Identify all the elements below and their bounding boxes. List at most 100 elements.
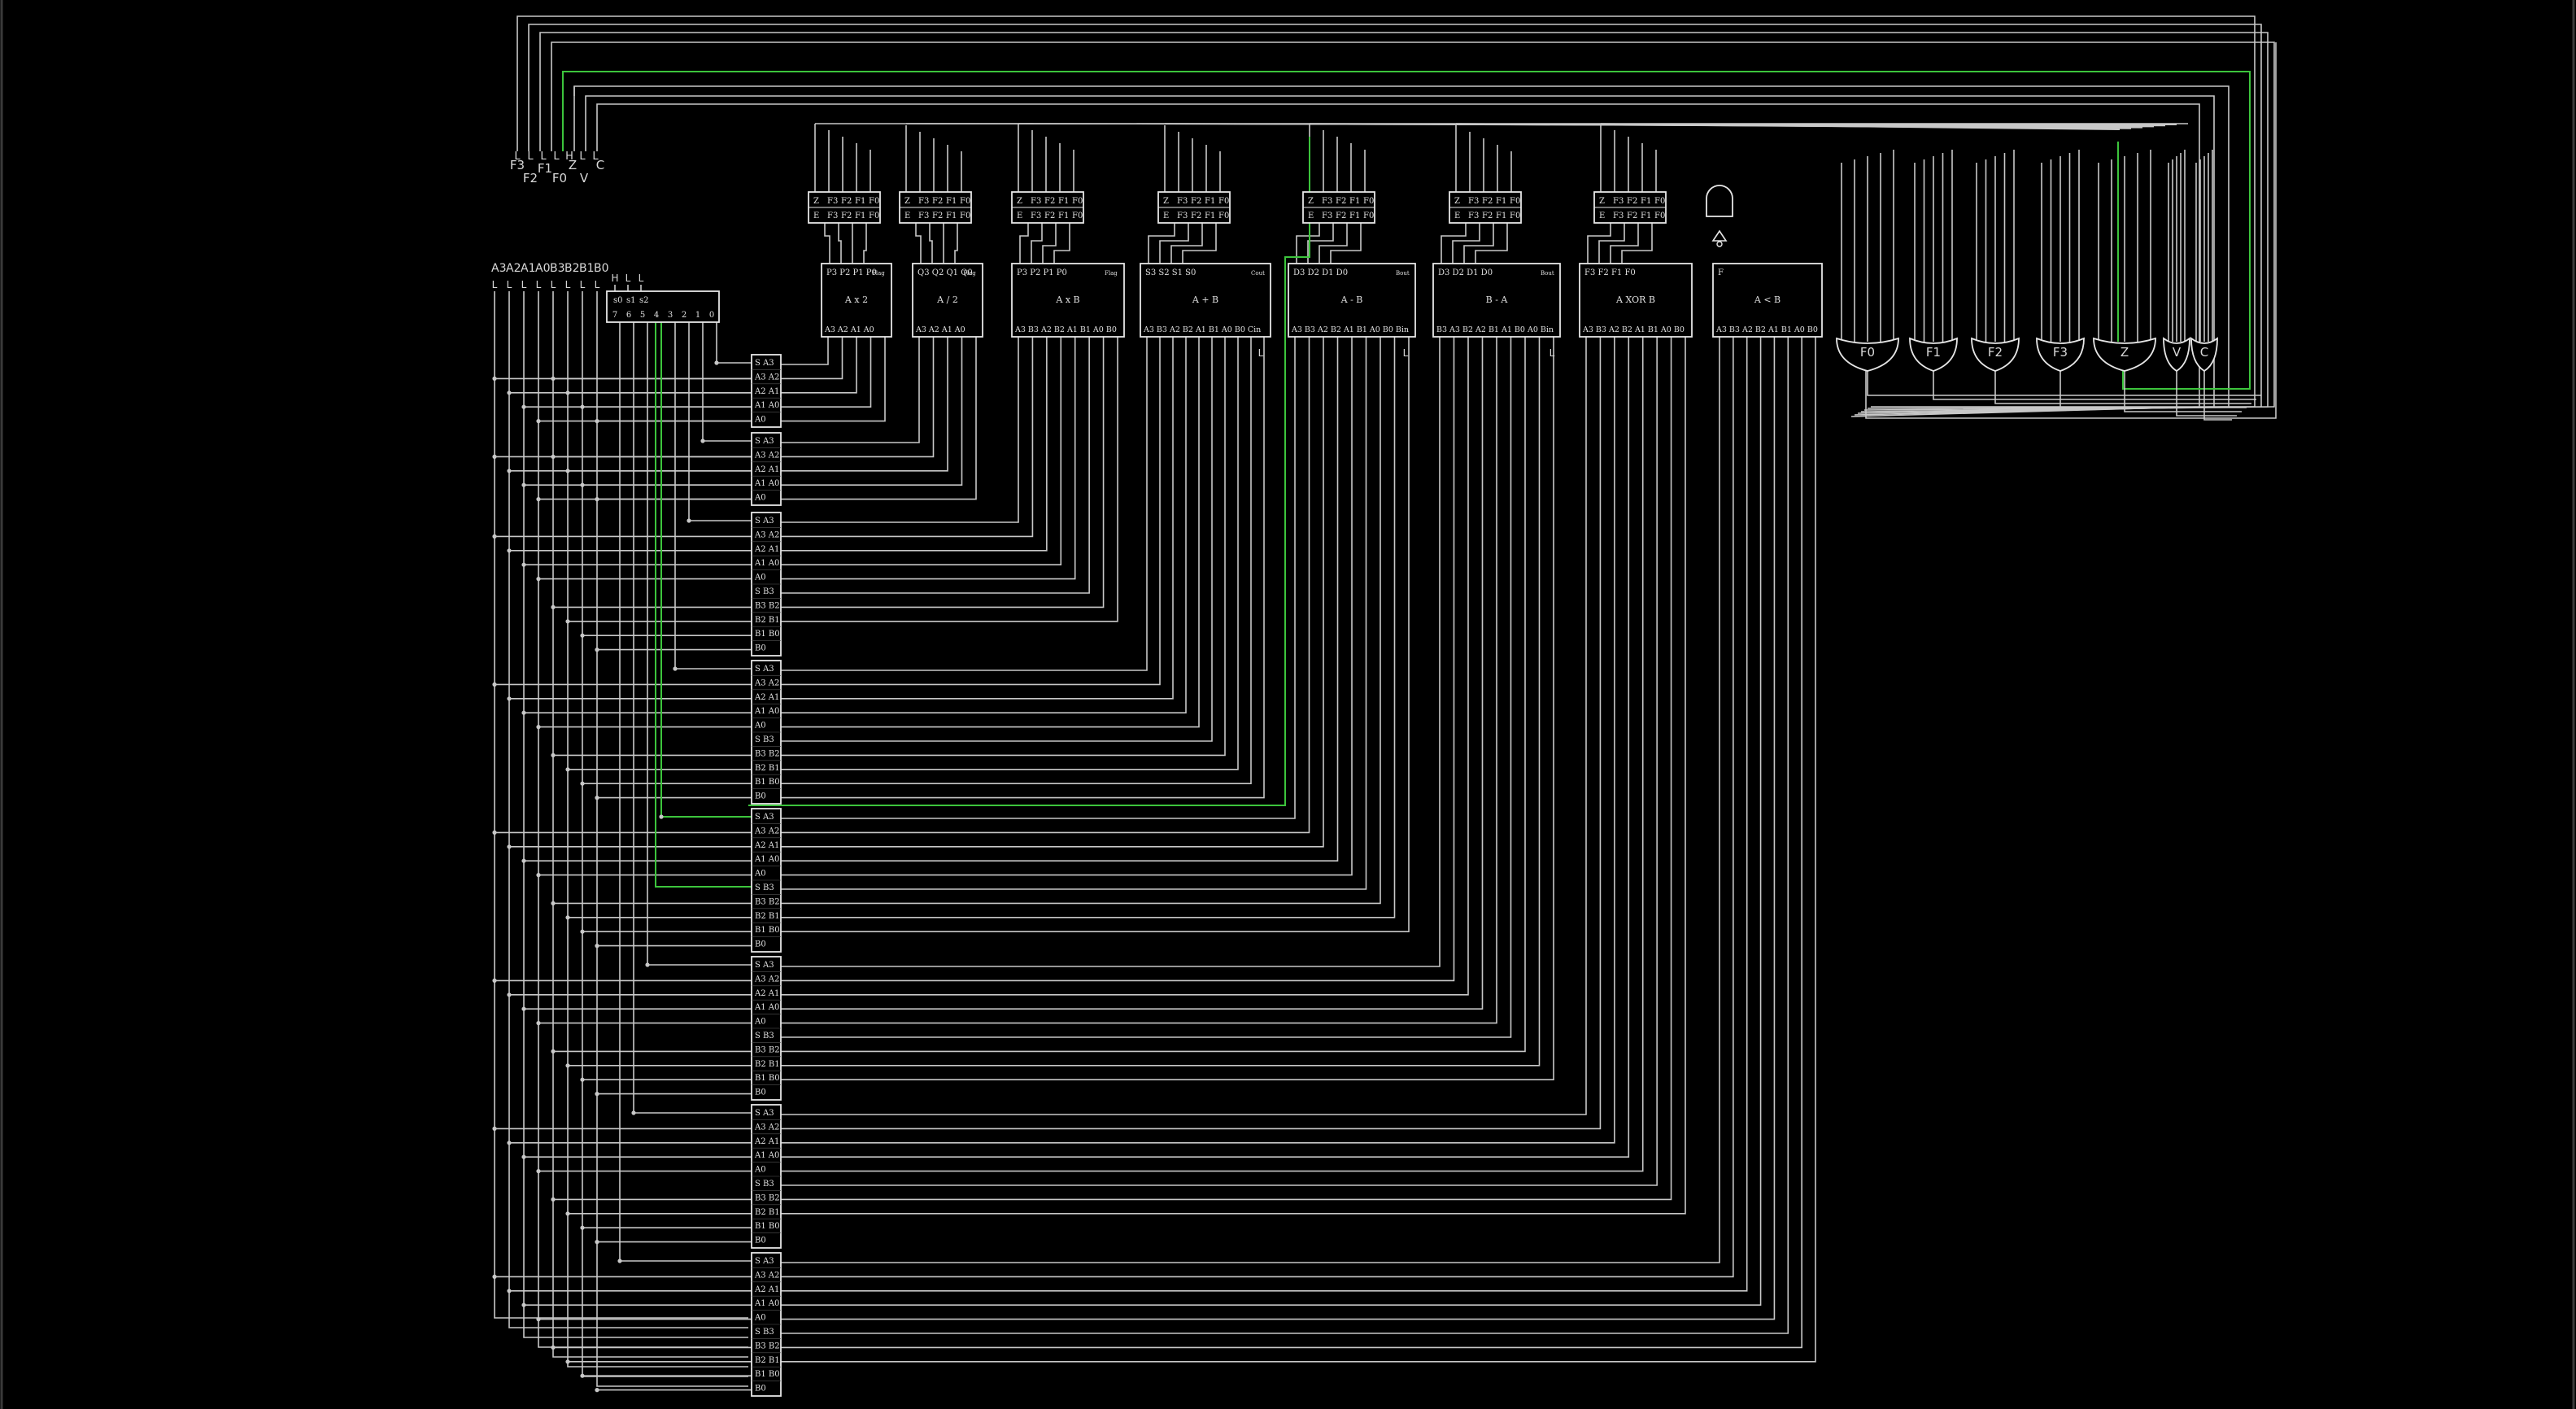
select-probe-1-state: L [625,273,631,284]
input-probe-a2-state: L [507,279,512,290]
module-input-wire [781,337,1776,1320]
module-input-pins: A3 B3 A2 B2 A1 B1 A0 B0 [1715,325,1818,334]
input-label-b0: B0 [594,262,609,275]
buffer-row-label: B1 B0 [755,1370,780,1379]
mux-to-module-wire [863,223,867,264]
flag-mux-bottom-pin: F1 [1205,212,1215,220]
junction-dot [580,929,585,934]
module-output-pins: D3 D2 D1 D0 [1438,268,1493,277]
buffer-row-label: S B3 [755,1180,774,1189]
module-input-wire [781,337,1734,1278]
flag-mux-bottom-pin: F2 [1627,212,1637,220]
buffer-row-label: B2 B1 [755,1208,780,1217]
mux-to-module-wire [1148,223,1175,264]
buffer-row-label: S A3 [755,437,774,446]
buffer-row-label: A2 A1 [754,989,779,998]
enable-buffer-block-1 [751,354,782,428]
mux-to-module-wire [1159,223,1189,264]
flag-mux-bottom-pin: F0 [869,212,879,220]
flag-mux-top-pin: F1 [1349,197,1360,206]
buffer-row-label: A2 A1 [754,1137,779,1146]
flag-mux-top-pin: F1 [1058,197,1069,206]
z-flag-active-wire [562,71,2251,390]
flag-mux-bottom-pin: E [813,212,819,220]
input-probe-b1-state: L [580,279,586,290]
buffer-row-label: A0 [754,1018,766,1027]
flag-mux-top-pin: F2 [1191,197,1201,206]
module-input-wire [781,337,948,472]
module-input-wire [781,337,1353,876]
module-input-wire [781,337,1789,1334]
buffer-row-label: B3 B2 [755,749,780,758]
module-title: A + B [1192,294,1218,305]
junction-dot [536,497,541,502]
flag-mux-bottom-pin: F0 [1072,212,1083,220]
module-input-wire [781,337,920,443]
mux-to-module-wire [1182,223,1217,264]
input-probe-a3-state: L [492,279,498,290]
or-gate-output-wire [1933,371,2256,400]
input-probe-a1-state: L [521,279,527,290]
output-probe-c-state: L [592,150,599,163]
module-input-pins: A3 B3 A2 B2 A1 B1 A0 B0 Bin [1291,325,1409,334]
mux-to-module-wire [1441,223,1467,264]
or-gate-v [2163,337,2190,373]
buffer-row-label: A2 A1 [754,545,779,554]
module-input-wire [781,337,1339,862]
junction-dot [565,767,570,772]
module-output-pins: F3 F2 F1 F0 [1584,268,1636,277]
module-input-wire [781,337,963,486]
input-label-a0: A0 [535,262,550,275]
module-input-wire [781,337,1469,996]
decoder-output-1: 1 [695,311,700,320]
buffer-row-label: A0 [754,574,766,582]
or-gate-label-z: Z [2121,345,2129,360]
flag-mux-bottom-pin: F2 [1191,212,1201,220]
flag-mux-bottom-pin: F3 [1613,212,1624,220]
mux-to-module-wire [1031,223,1043,264]
flag-mux-top-pin: F3 [1468,197,1479,206]
junction-dot [595,944,599,949]
module-5 [1288,263,1416,338]
output-probe-f2-state: L [527,150,534,163]
f0-feedback [1865,42,2277,419]
input-rail-a2 [508,291,748,1328]
junction-dot [521,710,526,715]
flag-mux-bottom-pin: E [1454,212,1460,220]
module-output-pins: S3 S2 S1 S0 [1145,268,1196,277]
or-gate-z [2093,337,2156,372]
module-input-wire [781,337,1367,890]
buffer-row-label: S A3 [755,1109,774,1118]
carry-in-probe-3: L [1550,347,1555,359]
buffer-row-label: S A3 [755,359,774,368]
wire-layer [494,15,2277,1391]
module-2 [912,263,983,338]
mux-to-module-wire [954,223,958,264]
module-4 [1140,263,1271,338]
module-input-wire [781,337,1441,967]
junction-dot [492,534,497,539]
or-gate-output-wire [1867,371,2261,396]
junction-dot [631,1110,636,1115]
buffer-row-label: A1 A0 [754,1299,779,1308]
buffer-row-label: A3 A2 [754,1123,779,1132]
flag-mux-top-pin: Z [904,197,910,206]
mux-to-module-wire [838,223,842,264]
junction-dot [492,454,497,460]
mux-to-module-wire [1053,223,1070,264]
flag-mux-top-pin: Z [1017,197,1022,206]
or-gate-label-f2: F2 [1988,345,2003,360]
output-probe-z-state: H [565,150,573,163]
or-gate-label-f0: F0 [1860,345,1875,360]
flag-mux-top-pin: F0 [1510,197,1520,206]
flag-mux-bottom-pin: F3 [1031,212,1041,220]
module-input-wire [781,337,1062,566]
module-input-wire [781,337,1748,1292]
module-input-wire [781,337,1090,594]
or-gate-f2 [1971,337,2020,372]
buffer-row-label: B1 B0 [755,778,780,787]
module-input-wire [781,337,1484,1010]
buffer-row-label: A3 A2 [754,678,779,687]
mux-to-module-wire [1587,223,1611,264]
flag-mux-bottom-pin: F1 [1641,212,1651,220]
